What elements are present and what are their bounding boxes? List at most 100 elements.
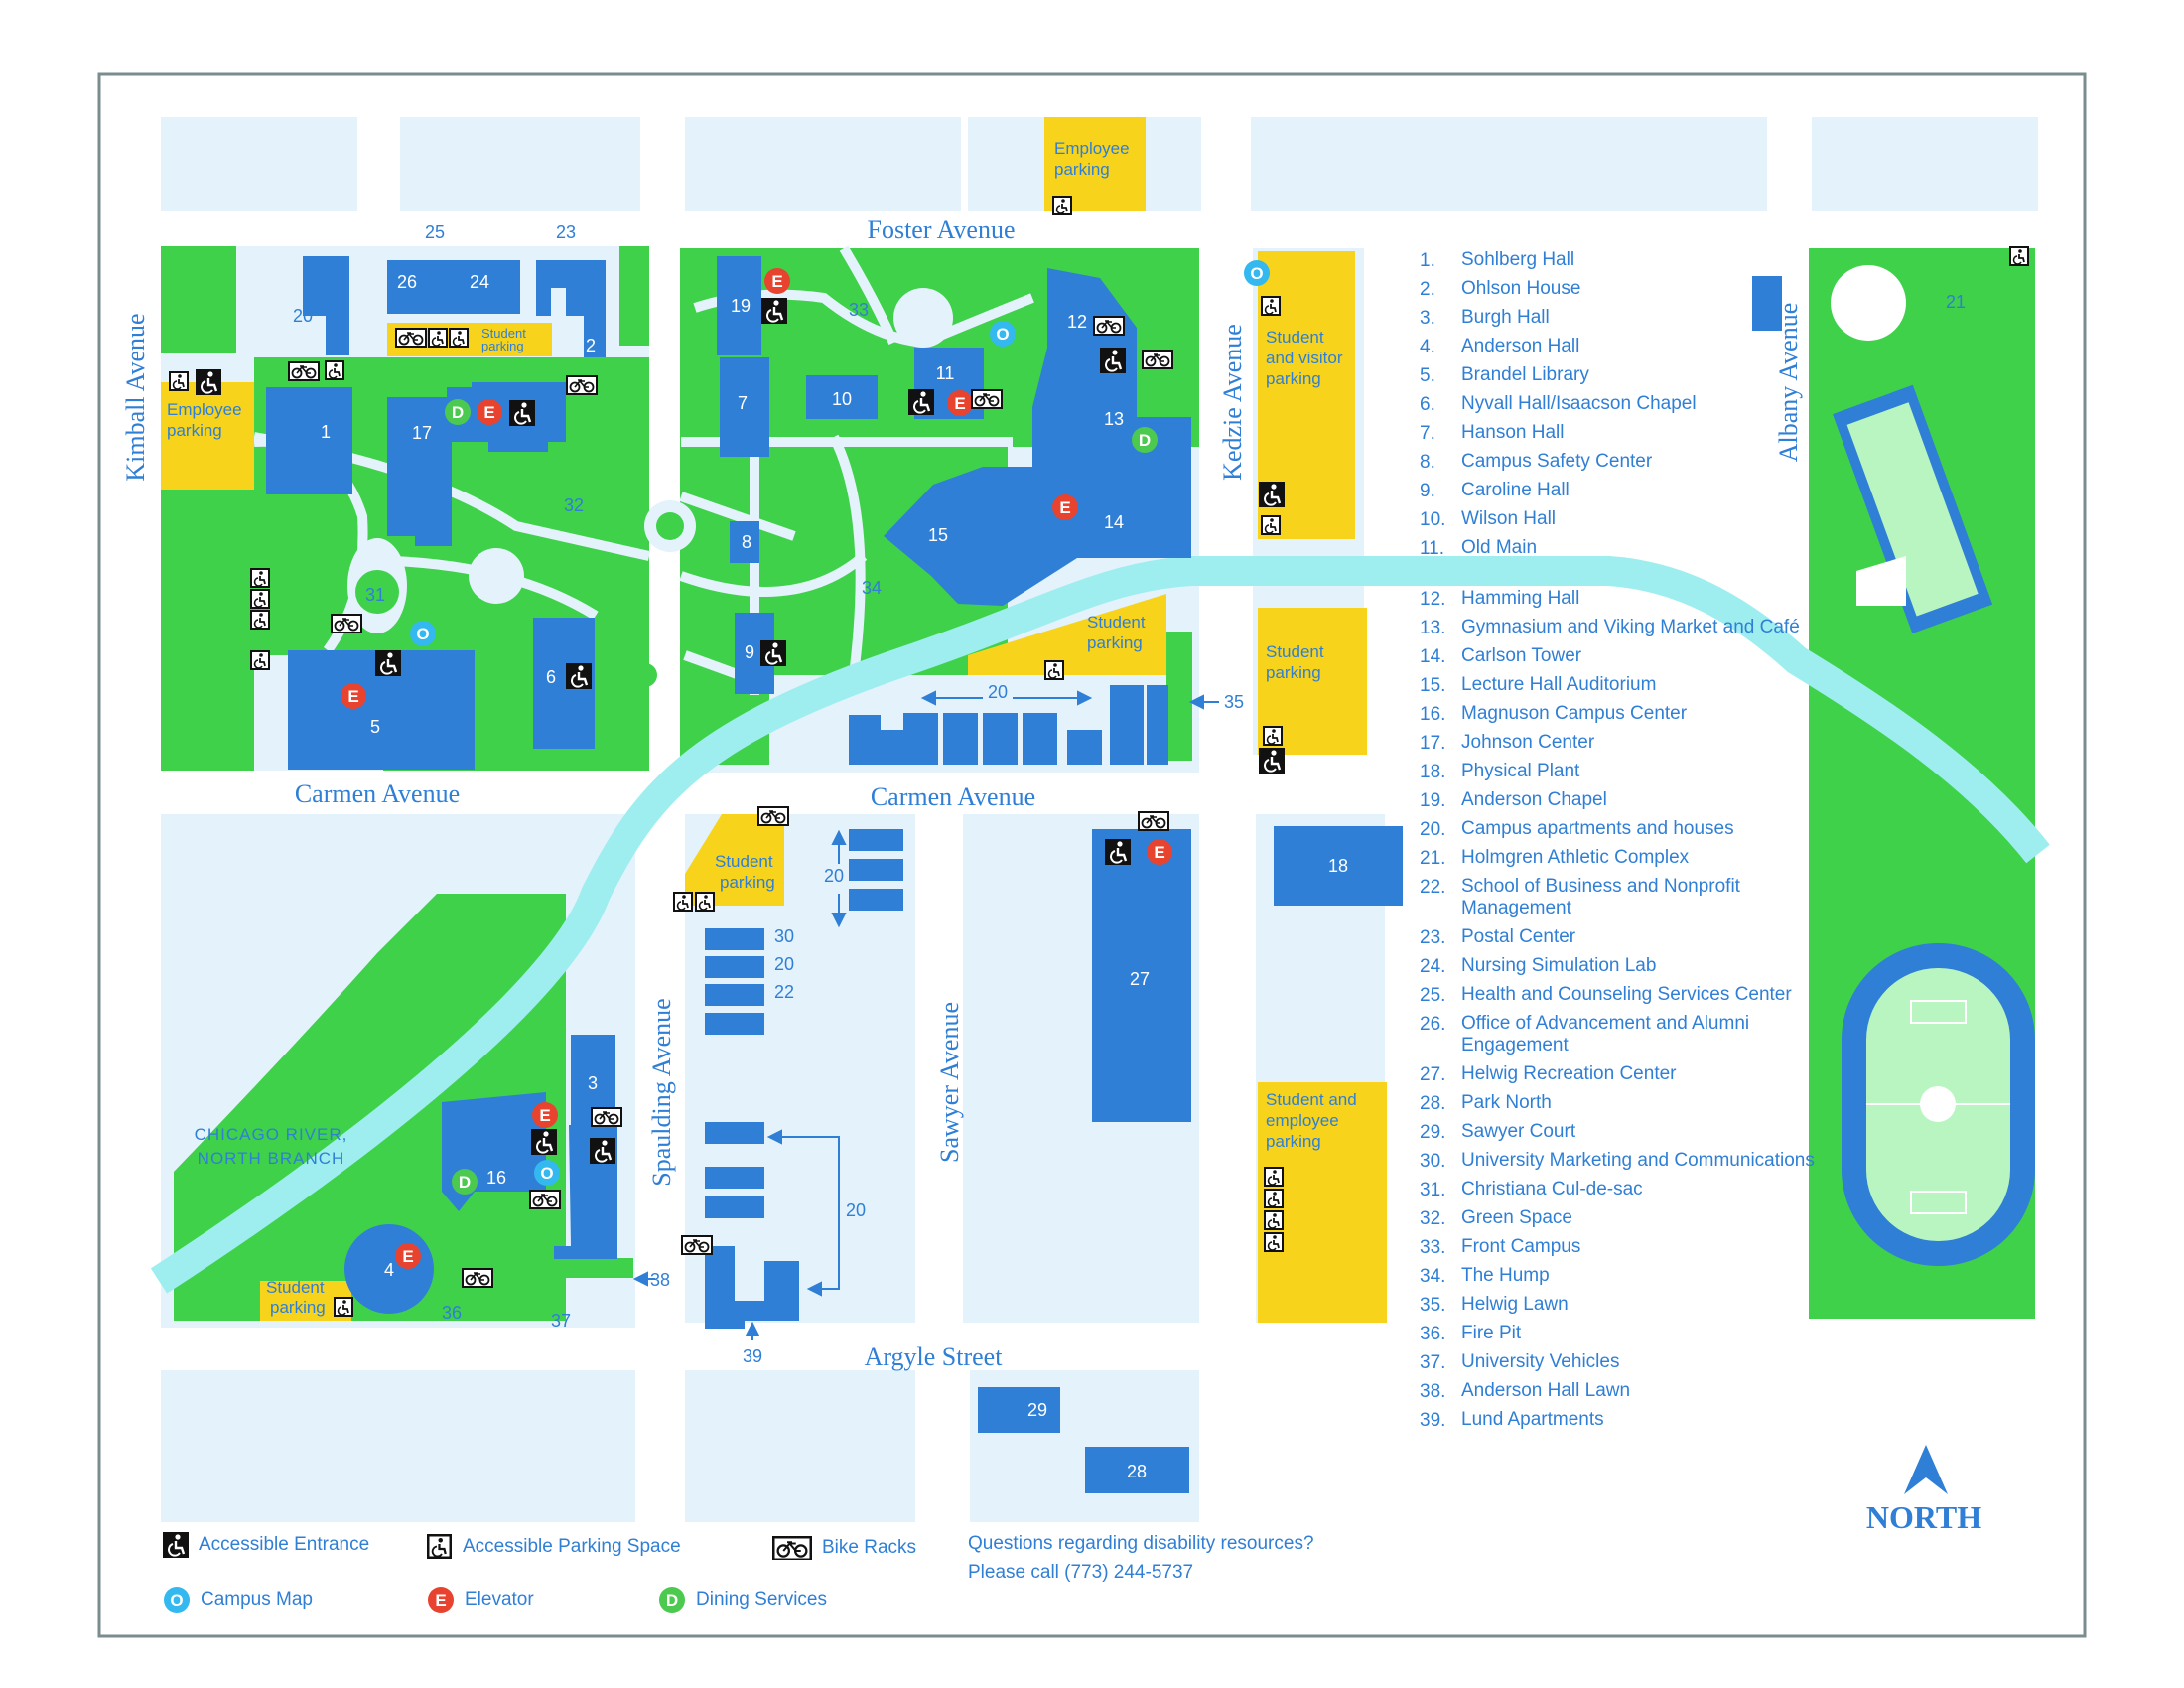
svg-text:E: E: [771, 272, 782, 291]
directory-item: 2.Ohlson House: [1420, 275, 1817, 304]
directory-number: 37.: [1420, 1352, 1446, 1373]
svg-text:E: E: [1154, 843, 1164, 862]
directory-number: 1.: [1420, 250, 1435, 271]
directory-number: 3.: [1420, 308, 1435, 329]
svg-text:20: 20: [846, 1200, 866, 1220]
directory-name: Old Main: [1461, 537, 1538, 558]
svg-text:D: D: [1139, 431, 1151, 450]
svg-text:E: E: [1059, 498, 1070, 517]
directory-name: Park North: [1461, 1092, 1552, 1113]
svg-text:E: E: [483, 403, 494, 422]
svg-text:Student: Student: [1266, 642, 1324, 661]
directory-name: Burgh Hall: [1461, 307, 1550, 328]
accessible-parking-icon: [427, 1534, 452, 1559]
directory-number: 28.: [1420, 1093, 1446, 1114]
north-arrow-icon: [1904, 1445, 1948, 1494]
directory-item: 8.Campus Safety Center: [1420, 448, 1817, 477]
svg-text:12: 12: [1067, 312, 1087, 332]
directory-name: School of Business and Nonprofit Managem…: [1461, 876, 1740, 918]
directory-name: Caroline Hall: [1461, 480, 1570, 500]
key-campus-map: O Campus Map: [163, 1586, 313, 1614]
directory-item: 24. Nursing Simulation Lab: [1420, 952, 1817, 981]
svg-text:9: 9: [745, 642, 754, 662]
directory-item: 26. Office of Advancement and Alumni Enga…: [1420, 1010, 1817, 1060]
directory-name: Hamming Hall: [1461, 588, 1580, 609]
directory-name: Ohlson House: [1461, 278, 1581, 299]
parking-labels: Employee parking Employee parking Studen…: [167, 139, 1357, 1317]
directory-number: 24.: [1420, 956, 1446, 977]
svg-text:20: 20: [774, 954, 794, 974]
directory-number: 27.: [1420, 1064, 1446, 1085]
directory-item: 4.Anderson Hall: [1420, 333, 1817, 361]
directory-item: 17.Johnson Center: [1420, 729, 1817, 758]
directory-item: 11.Old Main: [1420, 534, 1817, 563]
directory-name: Carlson Tower: [1461, 645, 1582, 666]
directory-item: 9.Caroline Hall: [1420, 477, 1817, 505]
svg-text:23: 23: [556, 222, 576, 242]
directory-name: University Marketing and Communications: [1461, 1150, 1815, 1171]
svg-text:parking: parking: [1087, 633, 1143, 652]
svg-text:38: 38: [650, 1270, 670, 1290]
directory-number: 6.: [1420, 394, 1435, 415]
svg-text:parking: parking: [270, 1298, 326, 1317]
svg-text:20: 20: [824, 866, 844, 886]
svg-text:O: O: [1250, 264, 1263, 283]
svg-text:5: 5: [370, 717, 380, 737]
svg-text:25: 25: [425, 222, 445, 242]
north-indicator: NORTH: [1865, 1499, 1982, 1535]
svg-text:D: D: [666, 1591, 678, 1610]
directory-name: Helwig Recreation Center: [1461, 1063, 1677, 1084]
directory-name: Physical Plant: [1461, 761, 1580, 781]
svg-text:O: O: [170, 1591, 183, 1610]
directory-name: Brandel Library: [1461, 364, 1589, 385]
svg-text:E: E: [435, 1591, 446, 1610]
svg-text:1: 1: [321, 422, 331, 442]
directory-item: 37. University Vehicles: [1420, 1348, 1817, 1377]
street-kimball: Kimball Avenue: [121, 313, 150, 481]
svg-text:Student: Student: [715, 852, 773, 871]
svg-text:14: 14: [1104, 512, 1124, 532]
directory-item: 12.Hamming Hall: [1420, 585, 1817, 614]
svg-text:D: D: [452, 403, 464, 422]
svg-text:D: D: [459, 1173, 471, 1192]
directory-number: 16.: [1420, 704, 1446, 725]
directory-name: Nursing Simulation Lab: [1461, 955, 1657, 976]
svg-text:parking: parking: [167, 421, 222, 440]
svg-text:parking: parking: [1054, 160, 1110, 179]
directory-item: 16.Magnuson Campus Center: [1420, 700, 1817, 729]
dining-icon: D: [659, 1587, 685, 1613]
elevator-icon: E: [428, 1587, 454, 1613]
directory-number: 5.: [1420, 365, 1435, 386]
directory-name: Wilson Hall: [1461, 508, 1557, 529]
directory-item: 18.Physical Plant: [1420, 758, 1817, 786]
directory-number: 10.: [1420, 509, 1446, 530]
directory-name: Gymnasium and Viking Market and Café: [1461, 617, 1800, 637]
help-phone-link[interactable]: Please call (773) 244-5737: [968, 1562, 1194, 1583]
directory-name: Office of Advancement and Alumni Engagem…: [1461, 1013, 1750, 1055]
directory-number: 21.: [1420, 848, 1446, 869]
directory-name: Fire Pit: [1461, 1323, 1522, 1343]
directory-name: Campus apartments and houses: [1461, 818, 1734, 839]
directory-name: Johnson Center: [1461, 732, 1595, 753]
directory-number: 13.: [1420, 618, 1446, 638]
svg-text:21: 21: [1946, 292, 1966, 312]
directory-number: 39.: [1420, 1410, 1446, 1431]
directory-name: Hanson Hall: [1461, 422, 1565, 443]
svg-text:Student: Student: [1266, 328, 1324, 347]
directory-name: University Vehicles: [1461, 1351, 1620, 1372]
svg-text:employee: employee: [1266, 1111, 1339, 1130]
directory-item: 3. Burgh Hall: [1420, 304, 1817, 333]
directory-number: 29.: [1420, 1122, 1446, 1143]
svg-text:parking: parking: [1266, 663, 1321, 682]
river-label-1: CHICAGO RIVER,: [195, 1125, 348, 1144]
svg-text:6: 6: [546, 667, 556, 687]
svg-text:11: 11: [936, 363, 955, 383]
directory-number: 8.: [1420, 452, 1435, 473]
directory-number: 26.: [1420, 1014, 1446, 1035]
directory-name: The Hump: [1461, 1265, 1550, 1286]
directory-item: 33.Front Campus: [1420, 1233, 1817, 1262]
svg-text:34: 34: [862, 578, 882, 598]
directory-item: 7.Hanson Hall: [1420, 419, 1817, 448]
directory-number: 23.: [1420, 927, 1446, 948]
